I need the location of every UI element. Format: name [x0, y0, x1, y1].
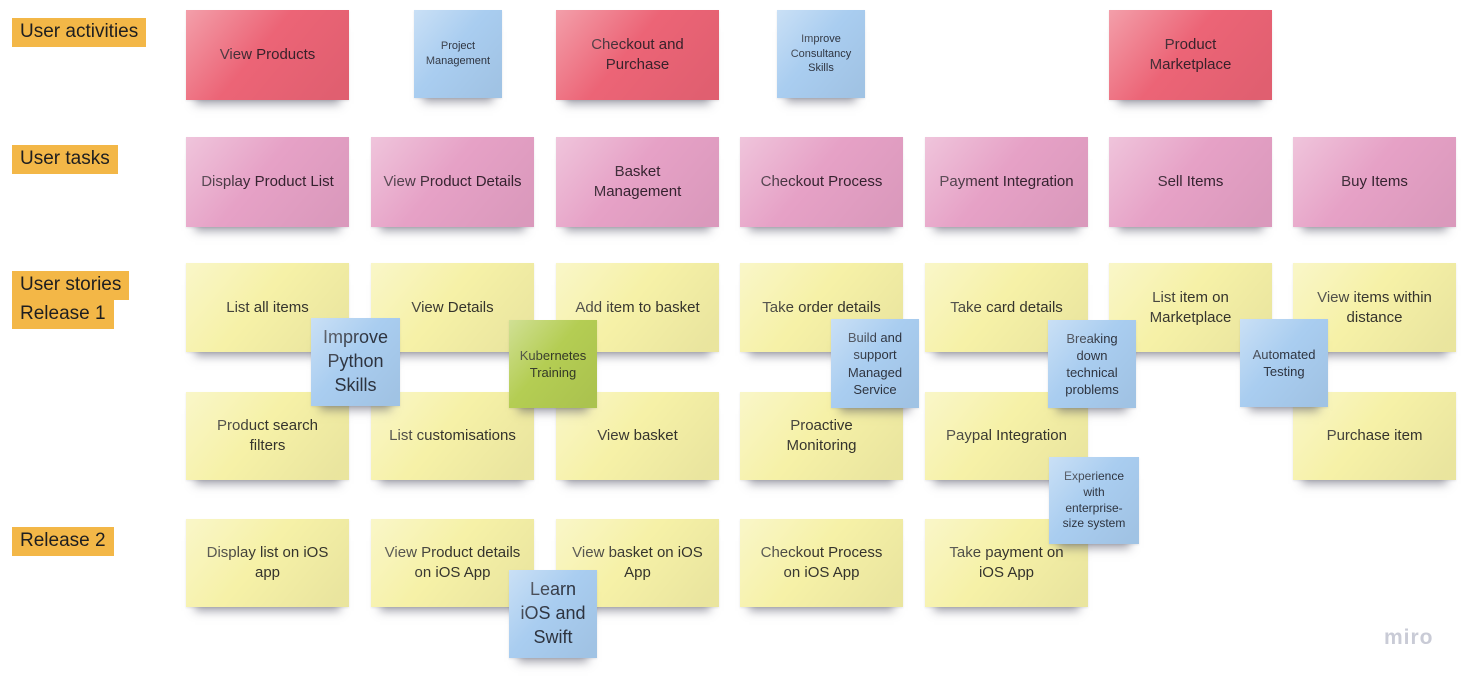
- sticky-note-automated-testing[interactable]: Automated Testing: [1240, 319, 1328, 407]
- sticky-note-kubernetes-training[interactable]: Kubernetes Training: [509, 320, 597, 408]
- row-label-line: User stories: [12, 271, 130, 300]
- sticky-note-buy-items[interactable]: Buy Items: [1293, 137, 1456, 227]
- row-label-line: User activities: [12, 18, 147, 47]
- sticky-note-checkout-process[interactable]: Checkout Process: [740, 137, 903, 227]
- sticky-note-list-all-items[interactable]: List all items: [186, 263, 349, 352]
- sticky-note-product-marketplace[interactable]: Product Marketplace: [1109, 10, 1272, 100]
- row-label-release-2[interactable]: Release 2: [12, 527, 114, 556]
- sticky-note-display-list-on-ios-app[interactable]: Display list on iOS app: [186, 519, 349, 607]
- sticky-note-take-payment-on-ios-app[interactable]: Take payment on iOS App: [925, 519, 1088, 607]
- sticky-note-product-search-filters[interactable]: Product search filters: [186, 392, 349, 480]
- row-label-line: Release 2: [12, 527, 114, 556]
- sticky-note-view-products[interactable]: View Products: [186, 10, 349, 100]
- sticky-note-view-items-within-distance[interactable]: View items within distance: [1293, 263, 1456, 352]
- sticky-note-view-product-details-on-ios-app[interactable]: View Product details on iOS App: [371, 519, 534, 607]
- sticky-note-list-customisations[interactable]: List customisations: [371, 392, 534, 480]
- sticky-note-build-and-support-managed-service[interactable]: Build and support Managed Service: [831, 319, 919, 408]
- sticky-note-view-basket-on-ios-app[interactable]: View basket on iOS App: [556, 519, 719, 607]
- sticky-note-improve-consultancy-skills[interactable]: Improve Consultancy Skills: [777, 10, 865, 98]
- sticky-note-basket-management[interactable]: Basket Management: [556, 137, 719, 227]
- sticky-note-sell-items[interactable]: Sell Items: [1109, 137, 1272, 227]
- row-label-user-activities[interactable]: User activities: [12, 18, 147, 47]
- sticky-note-learn-ios-and-swift[interactable]: Learn iOS and Swift: [509, 570, 597, 658]
- sticky-note-breaking-down-technical-problems[interactable]: Breaking down technical problems: [1048, 320, 1136, 408]
- sticky-note-view-product-details[interactable]: View Product Details: [371, 137, 534, 227]
- sticky-note-view-basket[interactable]: View basket: [556, 392, 719, 480]
- miro-watermark: miro: [1384, 626, 1434, 649]
- sticky-note-experience-with-enterprise-size-system[interactable]: Experience with enterprise- size system: [1049, 457, 1139, 544]
- row-label-user-tasks[interactable]: User tasks: [12, 145, 118, 174]
- sticky-note-display-product-list[interactable]: Display Product List: [186, 137, 349, 227]
- sticky-note-checkout-process-on-ios-app[interactable]: Checkout Process on iOS App: [740, 519, 903, 607]
- sticky-note-payment-integration[interactable]: Payment Integration: [925, 137, 1088, 227]
- row-label-line: Release 1: [12, 300, 114, 329]
- sticky-note-project-management[interactable]: Project Management: [414, 10, 502, 98]
- row-label-line: User tasks: [12, 145, 118, 174]
- sticky-note-list-item-on-marketplace[interactable]: List item on Marketplace: [1109, 263, 1272, 352]
- sticky-note-improve-python-skills[interactable]: Improve Python Skills: [311, 318, 400, 406]
- sticky-note-checkout-and-purchase[interactable]: Checkout and Purchase: [556, 10, 719, 100]
